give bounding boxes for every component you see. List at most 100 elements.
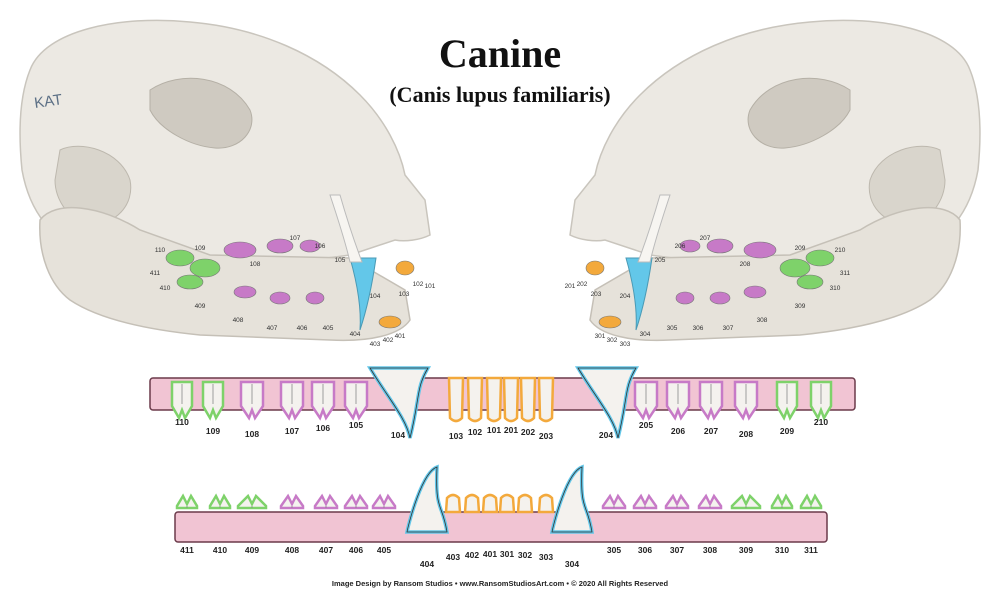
skull-label-103: 103 — [399, 291, 410, 298]
right-skull-orbit — [747, 77, 851, 149]
tooth-207[interactable] — [698, 380, 724, 421]
tooth-label-106: 106 — [316, 423, 330, 433]
tooth-label-105: 105 — [349, 420, 363, 430]
tooth-208[interactable] — [733, 380, 759, 421]
right-skull-tooth-shape — [709, 291, 731, 305]
incisor-crown — [485, 376, 503, 423]
tooth-106[interactable] — [310, 380, 336, 421]
molar-crown — [770, 493, 794, 510]
tooth-203[interactable] — [537, 376, 555, 423]
skull-label-109: 109 — [195, 245, 206, 252]
right-skull-tooth-shape — [796, 274, 824, 290]
canine-fang-outline — [551, 466, 593, 533]
tooth-101[interactable] — [485, 376, 503, 423]
tooth-102[interactable] — [466, 376, 484, 423]
tooth-411[interactable] — [175, 493, 199, 510]
tooth-label-210: 210 — [814, 417, 828, 427]
skull-label-101: 101 — [425, 283, 436, 290]
left-skull-tooth-shape — [299, 239, 321, 253]
tooth-209[interactable] — [775, 380, 799, 421]
tooth-410[interactable] — [208, 493, 232, 510]
tooth-label-204: 204 — [599, 430, 613, 440]
tooth-305[interactable] — [601, 493, 627, 510]
tooth-label-309: 309 — [739, 545, 753, 555]
skull-label-303: 303 — [620, 341, 631, 348]
tooth-label-102: 102 — [468, 427, 482, 437]
tooth-202[interactable] — [519, 376, 537, 423]
tooth-406[interactable] — [343, 493, 369, 510]
tooth-304[interactable] — [549, 464, 595, 534]
right-skull-teeth — [585, 194, 835, 331]
left-skull-labels: 1011021031041051061071081091104014024034… — [150, 235, 436, 348]
tooth-110[interactable] — [170, 380, 194, 421]
tooth-301[interactable] — [498, 493, 516, 514]
tooth-label-305: 305 — [607, 545, 621, 555]
tooth-label-103: 103 — [449, 431, 463, 441]
tooth-label-206: 206 — [671, 426, 685, 436]
tooth-405[interactable] — [371, 493, 397, 510]
skull-label-302: 302 — [607, 337, 618, 344]
skull-label-402: 402 — [383, 337, 394, 344]
premolar-crown — [697, 493, 723, 510]
tooth-311[interactable] — [799, 493, 823, 510]
tooth-307[interactable] — [664, 493, 690, 510]
tooth-label-207: 207 — [704, 426, 718, 436]
left-skull-tooth-shape — [305, 291, 325, 305]
tooth-401[interactable] — [481, 493, 499, 514]
premolar-crown — [279, 493, 305, 510]
tooth-label-403: 403 — [446, 552, 460, 562]
tooth-402[interactable] — [463, 493, 481, 514]
skull-label-208: 208 — [740, 261, 751, 268]
tooth-407[interactable] — [313, 493, 339, 510]
left-skull-tooth-shape — [395, 260, 415, 276]
skull-label-308: 308 — [757, 317, 768, 324]
incisor-crown — [447, 376, 465, 423]
tooth-308[interactable] — [697, 493, 723, 510]
tooth-label-308: 308 — [703, 545, 717, 555]
skull-label-206: 206 — [675, 243, 686, 250]
tooth-201[interactable] — [502, 376, 520, 423]
tooth-408[interactable] — [279, 493, 305, 510]
tooth-409[interactable] — [236, 493, 268, 510]
tooth-107[interactable] — [279, 380, 305, 421]
premolar-crown — [313, 493, 339, 510]
tooth-label-410: 410 — [213, 545, 227, 555]
tooth-404[interactable] — [404, 464, 450, 534]
canine-fang-outline — [369, 367, 429, 439]
tooth-103[interactable] — [447, 376, 465, 423]
tooth-310[interactable] — [770, 493, 794, 510]
tooth-104[interactable] — [366, 366, 432, 439]
left-skull-tooth-shape — [165, 249, 195, 267]
right-skull-tooth-shape — [598, 315, 622, 329]
skull-label-105: 105 — [335, 257, 346, 264]
tooth-label-209: 209 — [780, 426, 794, 436]
left-skull-tooth-shape — [266, 238, 294, 254]
tooth-109[interactable] — [201, 380, 225, 421]
tooth-label-108: 108 — [245, 429, 259, 439]
tooth-108[interactable] — [239, 380, 265, 421]
tooth-403[interactable] — [444, 493, 462, 514]
left-skull-tooth-shape — [189, 258, 221, 278]
skull-label-307: 307 — [723, 325, 734, 332]
skull-label-304: 304 — [640, 331, 651, 338]
skull-label-106: 106 — [315, 243, 326, 250]
tooth-105[interactable] — [343, 380, 369, 421]
tooth-205[interactable] — [633, 380, 659, 421]
tooth-303[interactable] — [537, 493, 555, 514]
left-skull-orbit — [149, 77, 253, 149]
tooth-302[interactable] — [516, 493, 534, 514]
tooth-306[interactable] — [632, 493, 658, 510]
incisor-crown — [519, 376, 537, 423]
right-skull-upper-fang — [637, 194, 671, 263]
right-skull-tooth-shape — [805, 249, 835, 267]
tooth-label-303: 303 — [539, 552, 553, 562]
tooth-204[interactable] — [574, 366, 640, 439]
tooth-309[interactable] — [730, 493, 762, 510]
premolar-crown — [632, 493, 658, 510]
tooth-206[interactable] — [665, 380, 691, 421]
tooth-210[interactable] — [809, 380, 833, 421]
